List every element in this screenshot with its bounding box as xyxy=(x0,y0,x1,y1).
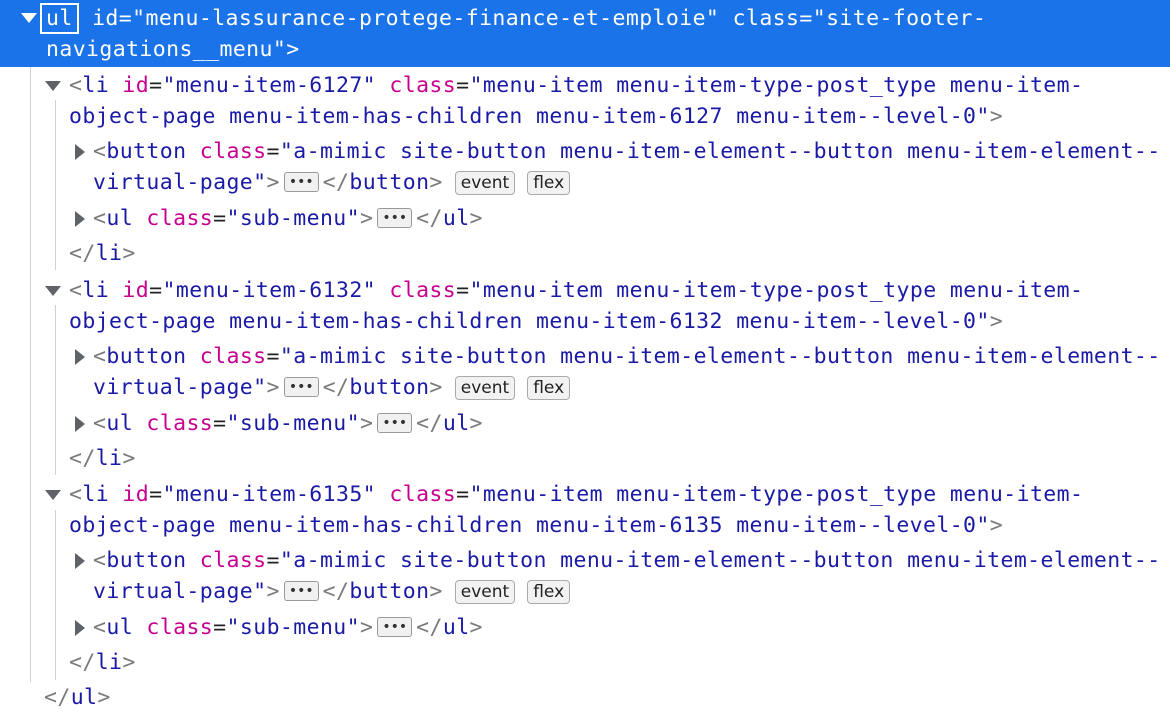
root-id-attr-name: id xyxy=(92,6,119,31)
li-close-tag[interactable]: </li> xyxy=(69,241,136,266)
li-open-tag-line1[interactable]: <li id="menu-item-6127" class="menu-item… xyxy=(69,73,1084,98)
ellipsis-button[interactable]: ••• xyxy=(377,413,413,433)
indent-guide xyxy=(55,305,56,475)
li-id-value: menu-item-6135 xyxy=(175,482,363,507)
li-open-tag-line1[interactable]: <li id="menu-item-6135" class="menu-item… xyxy=(69,482,1084,507)
selected-node-row[interactable]: ul id="menu-lassurance-protege-finance-e… xyxy=(0,0,1170,67)
li-id-value: menu-item-6132 xyxy=(175,278,363,303)
indent-guide xyxy=(30,67,31,682)
root-class-attr-name: class xyxy=(732,6,800,31)
expand-triangle-icon[interactable] xyxy=(75,349,85,365)
root-close-tag[interactable]: </ul> xyxy=(44,685,111,710)
root-class-attr-value-2: navigations__menu xyxy=(46,37,273,62)
li-open-tag-line2[interactable]: object-page menu-item-has-children menu-… xyxy=(69,309,1004,334)
li-open-tag-line2[interactable]: object-page menu-item-has-children menu-… xyxy=(69,104,1004,129)
collapse-triangle-icon[interactable] xyxy=(45,490,61,500)
li-open-tag-line1[interactable]: <li id="menu-item-6132" class="menu-item… xyxy=(69,278,1084,303)
event-badge[interactable]: event xyxy=(454,376,516,400)
button-open-tag-line1[interactable]: <button class="a-mimic site-button menu-… xyxy=(93,548,1161,573)
ellipsis-button[interactable]: ••• xyxy=(377,617,413,637)
event-badge[interactable]: event xyxy=(454,171,516,195)
root-class-attr-value-1: site-footer- xyxy=(826,6,987,31)
button-open-tag-line1[interactable]: <button class="a-mimic site-button menu-… xyxy=(93,344,1161,369)
ellipsis-button[interactable]: ••• xyxy=(283,581,319,601)
indent-guide xyxy=(55,510,56,680)
expand-triangle-icon[interactable] xyxy=(75,553,85,569)
expand-triangle-icon[interactable] xyxy=(75,620,85,636)
ellipsis-button[interactable]: ••• xyxy=(283,377,319,397)
flex-badge[interactable]: flex xyxy=(527,580,571,604)
submenu-tag[interactable]: <ul class="sub-menu">•••</ul> xyxy=(93,206,483,231)
collapse-triangle-icon[interactable] xyxy=(45,286,61,296)
submenu-tag[interactable]: <ul class="sub-menu">•••</ul> xyxy=(93,615,483,640)
flex-badge[interactable]: flex xyxy=(527,171,571,195)
li-open-tag-line2[interactable]: object-page menu-item-has-children menu-… xyxy=(69,513,1004,538)
ellipsis-button[interactable]: ••• xyxy=(377,208,413,228)
root-tag-name[interactable]: ul xyxy=(40,3,79,34)
flex-badge[interactable]: flex xyxy=(527,376,571,400)
indent-guide xyxy=(55,100,56,270)
ellipsis-button[interactable]: ••• xyxy=(283,172,319,192)
collapse-triangle-icon[interactable] xyxy=(45,81,61,91)
collapse-triangle-icon[interactable] xyxy=(21,13,37,23)
li-close-tag[interactable]: </li> xyxy=(69,650,136,675)
root-open-tag-line1: ul id="menu-lassurance-protege-finance-e… xyxy=(40,3,987,34)
submenu-tag[interactable]: <ul class="sub-menu">•••</ul> xyxy=(93,411,483,436)
root-open-tag-line2: navigations__menu"> xyxy=(46,37,300,62)
button-open-tag-line1[interactable]: <button class="a-mimic site-button menu-… xyxy=(93,139,1161,164)
expand-triangle-icon[interactable] xyxy=(75,211,85,227)
expand-triangle-icon[interactable] xyxy=(75,144,85,160)
li-close-tag[interactable]: </li> xyxy=(69,446,136,471)
root-id-attr-value: menu-lassurance-protege-finance-et-emplo… xyxy=(145,6,706,31)
li-id-value: menu-item-6127 xyxy=(175,73,363,98)
expand-triangle-icon[interactable] xyxy=(75,416,85,432)
event-badge[interactable]: event xyxy=(454,580,516,604)
